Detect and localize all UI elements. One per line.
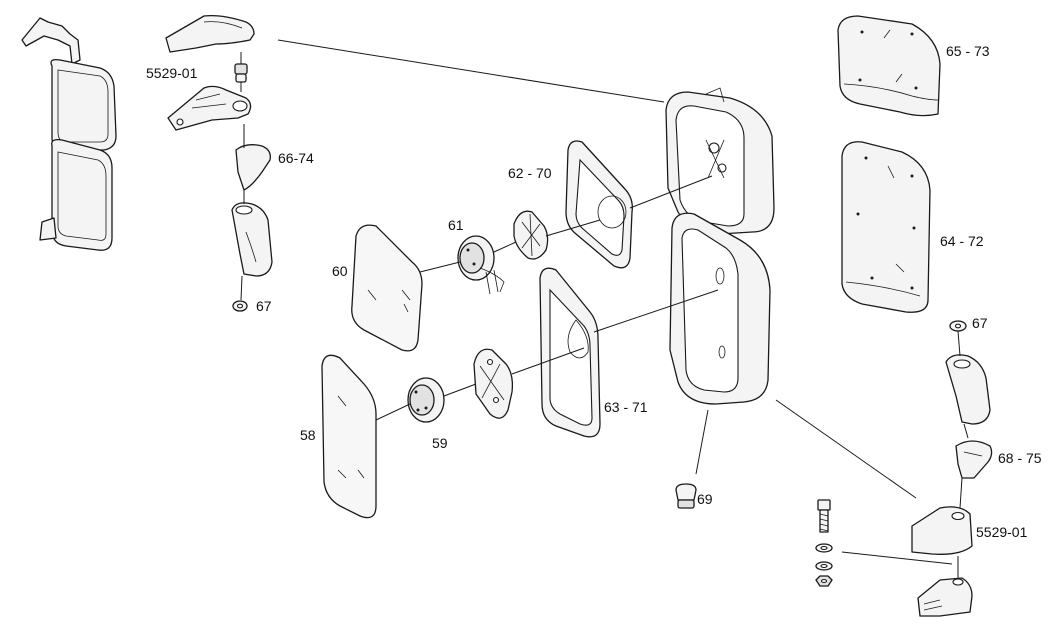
lower-housing-frame: [539, 267, 601, 438]
label-64-72: 64 - 72: [940, 233, 984, 249]
label-67-right: 67: [972, 315, 988, 331]
label-5529-01-top: 5529-01: [146, 65, 198, 81]
lower-mirror-housing: [669, 212, 771, 405]
label-60: 60: [332, 263, 348, 279]
assembly-axis-lines: [277, 39, 953, 565]
upper-mirror-motor: [457, 235, 505, 295]
upper-pivot-arm: [231, 202, 273, 277]
lower-cover-cap: [955, 440, 993, 479]
lower-mount-bracket: [917, 577, 973, 617]
label-58: 58: [300, 427, 316, 443]
assembled-mirror-overview: [21, 17, 117, 251]
label-69: 69: [697, 491, 713, 507]
label-67-left: 67: [256, 298, 272, 314]
label-61: 61: [448, 217, 464, 233]
upper-arm-bracket: [167, 85, 252, 131]
upper-cover-cap: [235, 144, 271, 191]
upper-base-plate: [165, 14, 255, 53]
lower-mirror-glass: [321, 354, 377, 519]
upper-glass-carrier: [513, 210, 549, 260]
label-62-70: 62 - 70: [508, 165, 552, 181]
upper-cover-panel: [837, 15, 941, 117]
upper-nut: [234, 63, 248, 83]
callout-labels: 5529-01 66-74 67 60 61 62 - 70 58 59 63 …: [146, 43, 1042, 540]
lower-bracket-assembly: [911, 320, 993, 617]
label-63-71: 63 - 71: [604, 399, 648, 415]
label-5529-01-bottom: 5529-01: [976, 524, 1028, 540]
upper-bracket-assembly: [165, 14, 273, 312]
label-59: 59: [432, 435, 448, 451]
lower-cover-panel: [841, 141, 931, 313]
clamp-part: [675, 409, 709, 509]
upper-housing-frame: [565, 140, 633, 269]
label-65-73: 65 - 73: [946, 43, 990, 59]
lower-mirror-motor: [407, 377, 445, 423]
bolt-washer-stack: [815, 499, 833, 587]
lower-glass-carrier: [473, 348, 514, 419]
label-68-75: 68 - 75: [998, 450, 1042, 466]
upper-mirror-housing: [665, 87, 775, 235]
upper-mirror-glass: [351, 224, 423, 352]
label-66-74: 66-74: [278, 150, 314, 166]
lower-pivot-arm: [945, 354, 991, 425]
